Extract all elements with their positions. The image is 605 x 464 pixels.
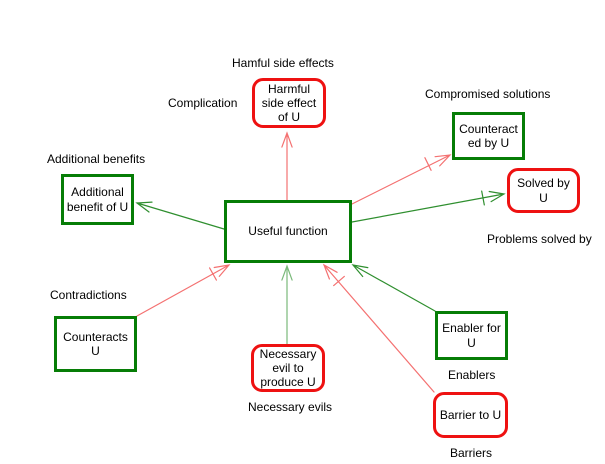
node-additional-benefit[interactable]: Additional benefit of U (61, 174, 134, 225)
arrow-from-barrier-with-tick (322, 263, 435, 393)
node-useful-function[interactable]: Useful function (224, 200, 352, 263)
arrow-from-necessary-evil (281, 264, 293, 345)
label-contradictions: Contradictions (50, 288, 127, 302)
label-complication: Complication (168, 96, 238, 110)
label-barriers: Barriers (450, 446, 493, 460)
node-counteracts[interactable]: Counteracts U (54, 316, 137, 372)
arrow-from-counteracts-with-tick (136, 264, 231, 317)
label-problems-solved-by: Problems solved by (487, 232, 592, 246)
arrow-to-harmful-side-effect (281, 131, 293, 202)
arrow-to-solved-by-with-tick (351, 190, 506, 223)
label-harmful-side-effects: Hamful side effects (232, 56, 334, 70)
node-barrier-to[interactable]: Barrier to U (433, 392, 508, 438)
label-enablers: Enablers (448, 368, 496, 382)
node-counteracted-by[interactable]: Counteract ed by U (452, 112, 525, 160)
node-harmful-side-effect[interactable]: Harmful side effect of U (252, 78, 326, 128)
node-necessary-evil[interactable]: Necessary evil to produce U (251, 344, 325, 392)
node-enabler-for[interactable]: Enabler for U (435, 311, 508, 360)
arrow-from-enabler (351, 264, 436, 312)
arrow-to-counteracted-with-tick (351, 154, 452, 205)
label-additional-benefits: Additional benefits (47, 152, 146, 166)
arrow-to-additional-benefit (135, 201, 225, 230)
label-necessary-evils: Necessary evils (248, 400, 333, 414)
label-compromised-solutions: Compromised solutions (425, 87, 551, 101)
node-solved-by[interactable]: Solved by U (507, 168, 580, 213)
